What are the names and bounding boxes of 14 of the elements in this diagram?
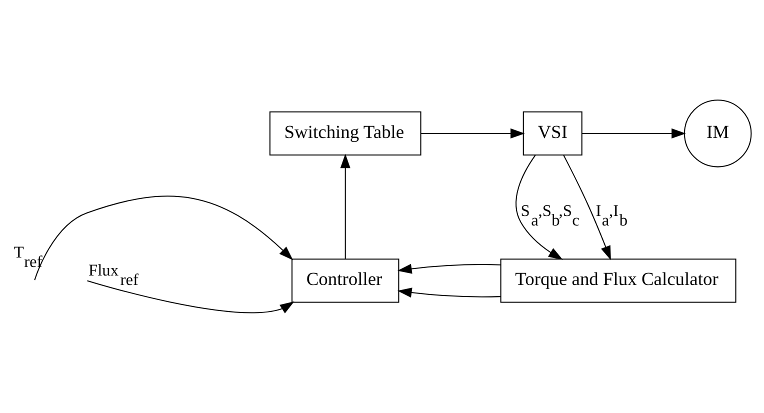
arrow: [86, 280, 294, 314]
node-box: VSI: [522, 111, 582, 156]
arrow: [396, 264, 500, 274]
node-box: Controller: [290, 258, 399, 303]
node-circle: IM: [683, 100, 752, 168]
arrow: [34, 196, 293, 280]
arrow: [340, 154, 350, 259]
node-box: Torque and Flux Calculator: [500, 258, 736, 303]
arrow: [420, 128, 524, 138]
arrow: [562, 154, 610, 260]
node-box: Switching Table: [268, 111, 421, 156]
arrow: [515, 154, 562, 260]
arrow: [581, 128, 686, 138]
arrow: [396, 288, 500, 298]
